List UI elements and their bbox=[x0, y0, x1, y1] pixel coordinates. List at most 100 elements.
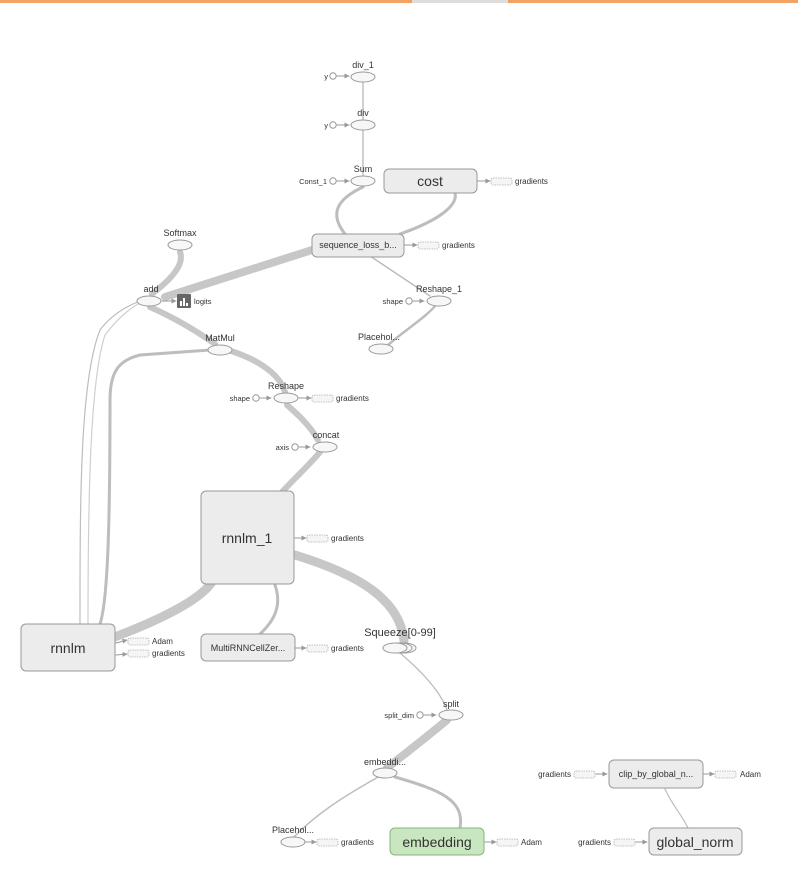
edge-reshape-matmul bbox=[225, 347, 288, 395]
group-nodes bbox=[20, 168, 743, 856]
edge-matmul-add bbox=[147, 304, 218, 347]
label-squeeze: Squeeze[0-99] bbox=[364, 627, 436, 639]
node-sum[interactable] bbox=[350, 175, 376, 187]
const-split-dim[interactable] bbox=[416, 711, 424, 719]
label-reshape-1: Reshape_1 bbox=[416, 284, 462, 294]
edge-multirnn-rnnlm1 bbox=[258, 583, 280, 636]
aux-label-rnnlm-adam: Adam bbox=[152, 637, 173, 646]
node-placeholder-bottom[interactable] bbox=[280, 836, 306, 848]
node-split[interactable] bbox=[438, 709, 464, 721]
aux-label-globalnorm-gradients: gradients bbox=[578, 838, 611, 847]
label-multirnn: MultiRNNCellZer... bbox=[211, 643, 286, 653]
label-reshape: Reshape bbox=[268, 381, 304, 391]
label-add: add bbox=[143, 284, 158, 294]
node-sequence-loss[interactable] bbox=[311, 233, 405, 258]
edge-rnnlm-add-2 bbox=[87, 301, 143, 625]
const-shape-right[interactable] bbox=[405, 297, 413, 305]
label-const-1: Const_1 bbox=[299, 177, 327, 186]
node-embedding[interactable] bbox=[389, 827, 485, 856]
node-div[interactable] bbox=[350, 119, 376, 131]
aux-globalnorm-gradients[interactable] bbox=[613, 838, 636, 847]
aux-multirnn-gradients[interactable] bbox=[306, 644, 329, 653]
node-add[interactable] bbox=[136, 295, 162, 307]
aux-placeholder-gradients[interactable] bbox=[316, 838, 339, 847]
aux-nodes bbox=[127, 177, 737, 847]
aux-clip-adam[interactable] bbox=[714, 770, 737, 779]
edge-placeholder-reshape1 bbox=[386, 303, 438, 347]
node-div-1[interactable] bbox=[350, 71, 376, 83]
header-accent-bar bbox=[0, 0, 798, 3]
edge-add-softmax bbox=[149, 249, 184, 297]
node-placeholder-top[interactable] bbox=[368, 343, 394, 355]
label-clip: clip_by_global_n... bbox=[619, 769, 694, 779]
node-multirnn[interactable] bbox=[200, 633, 296, 662]
node-clip[interactable] bbox=[608, 759, 704, 789]
edge-squeeze-rnnlm1 bbox=[290, 550, 409, 646]
aux-reshape-gradients[interactable] bbox=[311, 394, 334, 403]
edge-add-seqloss bbox=[161, 246, 316, 301]
label-shape-right: shape bbox=[383, 297, 403, 306]
label-rnnlm-1: rnnlm_1 bbox=[222, 530, 273, 546]
node-reshape-1[interactable] bbox=[426, 295, 452, 307]
node-matmul[interactable] bbox=[207, 344, 233, 356]
edge-embedding-lookup-split bbox=[383, 716, 451, 772]
label-embedding: embedding bbox=[402, 834, 471, 850]
label-sequence-loss: sequence_loss_b... bbox=[319, 240, 397, 250]
node-reshape[interactable] bbox=[273, 392, 299, 404]
node-embedding-lookup[interactable] bbox=[372, 767, 398, 779]
const-axis[interactable] bbox=[291, 443, 299, 451]
label-global-norm: global_norm bbox=[656, 834, 733, 850]
aux-clip-gradients[interactable] bbox=[573, 770, 596, 779]
edge-rnnlm1-concat bbox=[279, 449, 323, 495]
aux-label-rnnlm-gradients: gradients bbox=[152, 649, 185, 658]
node-cost[interactable] bbox=[383, 168, 478, 194]
aux-label-reshape-gradients: gradients bbox=[336, 394, 369, 403]
label-y-top: y bbox=[324, 72, 328, 81]
const-shape-left[interactable] bbox=[252, 394, 260, 402]
const-const-1[interactable] bbox=[329, 177, 337, 185]
label-split-dim: split_dim bbox=[384, 711, 414, 720]
logits-summary-icon[interactable] bbox=[177, 294, 191, 308]
edge-seqloss-cost bbox=[398, 191, 457, 236]
node-global-norm[interactable] bbox=[648, 827, 743, 856]
edge-placeholder-lookup bbox=[293, 775, 381, 838]
label-split: split bbox=[443, 699, 460, 709]
label-cost: cost bbox=[417, 173, 443, 189]
node-rnnlm[interactable] bbox=[20, 623, 116, 672]
label-rnnlm: rnnlm bbox=[50, 640, 85, 656]
op-nodes bbox=[136, 71, 464, 848]
label-concat: concat bbox=[313, 430, 340, 440]
aux-embedding-adam[interactable] bbox=[496, 838, 519, 847]
aux-label-clip-gradients: gradients bbox=[538, 770, 571, 779]
aux-label-seqloss-gradients: gradients bbox=[442, 241, 475, 250]
node-concat[interactable] bbox=[312, 441, 338, 453]
aux-labels: gradients gradients gradients gradients … bbox=[152, 177, 761, 847]
aux-label-cost-gradients: gradients bbox=[515, 177, 548, 186]
edges bbox=[79, 73, 715, 845]
edge-rnnlm-matmul bbox=[98, 348, 212, 626]
label-sum: Sum bbox=[354, 164, 373, 174]
node-squeeze[interactable] bbox=[382, 642, 408, 654]
const-y-top[interactable] bbox=[329, 72, 337, 80]
const-nodes bbox=[252, 72, 424, 719]
const-y-mid[interactable] bbox=[329, 121, 337, 129]
edge-rnnlm-add bbox=[79, 300, 141, 625]
edge-split-squeeze bbox=[399, 652, 448, 711]
label-div: div bbox=[357, 108, 369, 118]
aux-rnnlm-gradients[interactable] bbox=[127, 649, 150, 658]
aux-seqloss-gradients[interactable] bbox=[417, 241, 440, 250]
label-axis: axis bbox=[276, 443, 290, 452]
label-matmul: MatMul bbox=[205, 333, 235, 343]
aux-rnnlm-adam[interactable] bbox=[127, 637, 150, 646]
aux-label-embedding-adam: Adam bbox=[521, 838, 542, 847]
edge-embedding-lookup bbox=[393, 775, 463, 830]
edge-concat-reshape bbox=[284, 402, 321, 443]
node-softmax[interactable] bbox=[167, 239, 193, 251]
aux-rnnlm1-gradients[interactable] bbox=[306, 534, 329, 543]
node-rnnlm-1[interactable] bbox=[200, 490, 295, 585]
edge-seqloss-sum bbox=[335, 185, 365, 236]
label-placeholder-bottom: Placehol... bbox=[272, 825, 314, 835]
aux-cost-gradients[interactable] bbox=[490, 177, 513, 186]
aux-label-rnnlm1-gradients: gradients bbox=[331, 534, 364, 543]
